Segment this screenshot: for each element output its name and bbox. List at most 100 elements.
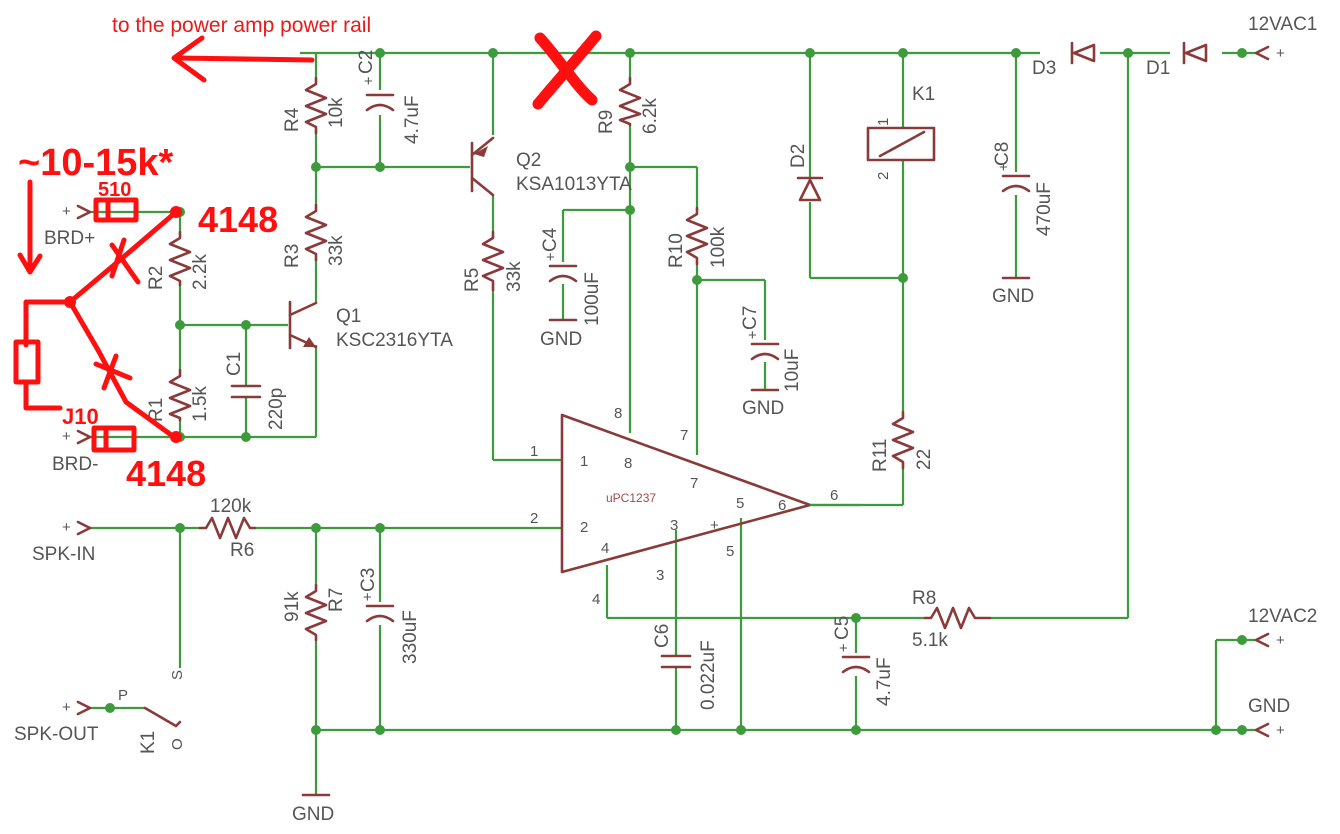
switch-p: P (118, 687, 128, 704)
gnd-right-label: GND (1248, 696, 1290, 717)
capacitor-c7: + C7 10uF (740, 306, 803, 392)
r11-label: R11 (870, 439, 891, 472)
ic-upc1237: uPC1237 1 2 3 4 5 6 7 8 + 1 2 3 4 5 6 7 … (530, 405, 860, 608)
r11-value: 22 (914, 449, 935, 470)
diode-d3: D3 (1032, 41, 1096, 79)
ic-pin6: 6 (830, 487, 838, 504)
r10-value: 100k (708, 226, 729, 268)
svg-text:+: + (710, 517, 719, 534)
capacitor-c2: + C2 4.7uF (356, 50, 423, 144)
ic-pin1: 1 (530, 443, 538, 460)
r6-label: R6 (230, 540, 254, 561)
ic-pin1-inner: 1 (580, 453, 588, 470)
wires (90, 51, 1255, 795)
c7-value: 10uF (782, 349, 803, 392)
resistor-r4: R4 10k (282, 76, 347, 135)
r8-value: 5.1k (912, 630, 948, 651)
svg-text:+: + (364, 73, 373, 90)
resistor-note: ~10-15k* (18, 142, 174, 184)
q1-label: Q1 (336, 306, 361, 327)
hand-wiring (13, 206, 182, 443)
cross-mark (532, 30, 602, 110)
svg-text:+: + (1276, 632, 1285, 649)
svg-text:+: + (999, 159, 1008, 176)
c2-label: C2 (356, 50, 377, 74)
resistor-r2: R2 2.2k (146, 230, 211, 290)
ic-pin3-inner: 3 (670, 517, 678, 534)
svg-text:+: + (546, 249, 555, 266)
c8-label: C8 (992, 142, 1013, 166)
c1-label: C1 (224, 352, 245, 376)
q2-label: Q2 (516, 150, 541, 171)
port-spk-in: + SPK-IN (32, 519, 95, 565)
k1-label: K1 (912, 84, 935, 105)
svg-text:+: + (839, 640, 848, 657)
c7-label: C7 (740, 306, 761, 330)
svg-text:+: + (748, 327, 757, 344)
svg-text:+: + (62, 519, 71, 536)
arrow-to-power-rail: to the power amp power rail (112, 14, 371, 83)
svg-text:510: 510 (98, 179, 131, 201)
resistor-r5: R5 33k (462, 230, 525, 292)
ic-pin8-inner: 8 (624, 455, 632, 472)
gnd-c8: GND (992, 286, 1034, 307)
resistor-r8: R8 5.1k (912, 588, 992, 651)
svg-text:+: + (1276, 45, 1285, 62)
port-gnd-right: + GND (1248, 696, 1290, 739)
r8-label: R8 (912, 588, 936, 609)
q2-value: KSA1013YTA (516, 174, 632, 195)
vac2-label: 12VAC2 (1248, 606, 1317, 627)
capacitor-c5: + C5 4.7uF (832, 616, 895, 706)
c8-value: 470uF (1034, 182, 1055, 236)
r6-value: 120k (210, 496, 252, 517)
r7-label: R7 (326, 588, 347, 612)
r4-label: R4 (282, 107, 303, 132)
r5-value: 33k (504, 261, 525, 292)
ic-pin2: 2 (530, 510, 538, 527)
ic-pin3: 3 (656, 567, 664, 584)
k1-pin2: 2 (875, 172, 892, 180)
r10-label: R10 (666, 233, 687, 268)
ic-pin4: 4 (592, 591, 600, 608)
capacitor-c6: C6 0.022uF (652, 624, 719, 710)
resistor-r7: 91k R7 (282, 583, 347, 642)
capacitor-c8: + C8 470uF (992, 142, 1055, 236)
svg-text:+: + (363, 589, 372, 606)
c1-value: 220p (266, 388, 287, 430)
switch-o: O (169, 738, 186, 750)
diode-d2: D2 (788, 144, 824, 202)
arrow-note: to the power amp power rail (112, 14, 371, 37)
r3-value: 33k (326, 235, 347, 266)
ic-pin7-inner: 7 (690, 475, 698, 492)
resistor-r11: R11 22 (870, 410, 935, 472)
gnd-c7: GND (742, 398, 784, 419)
svg-text:+: + (62, 699, 71, 716)
resistor-r3: R3 33k (282, 203, 347, 268)
red-annotations: to the power amp power rail ~10-15k* 510… (13, 14, 602, 494)
junction-dots (105, 48, 1247, 735)
r3-label: R3 (282, 244, 303, 268)
capacitor-c3: + C3 330uF (358, 568, 421, 664)
port-12vac1: + 12VAC1 (1248, 14, 1317, 62)
down-arrow (17, 179, 43, 275)
c4-label: C4 (540, 227, 561, 252)
svg-text:+: + (62, 203, 71, 220)
r9-label: R9 (596, 110, 617, 134)
ic-name: uPC1237 (606, 491, 656, 505)
ic-pin7: 7 (680, 427, 688, 444)
r2-label: R2 (146, 266, 167, 290)
c3-value: 330uF (400, 610, 421, 664)
c5-value: 4.7uF (874, 657, 895, 706)
ground-symbols: GND GND GND GND (292, 276, 1034, 825)
diode-bottom-note: 4148 (126, 453, 206, 494)
ic-pin8: 8 (614, 405, 622, 422)
capacitor-c1: C1 220p (224, 352, 287, 430)
resistor-r9: R9 6.2k (596, 76, 661, 134)
ic-pin6-inner: 6 (778, 497, 786, 514)
k1-pin1: 1 (875, 118, 892, 126)
diode-top-note: 4148 (198, 199, 278, 240)
resistor-r6: 120k R6 (198, 496, 257, 561)
hand-diode-top: 510 (93, 179, 139, 223)
svg-text:J10: J10 (62, 404, 99, 429)
port-spk-out: + SPK-OUT (14, 699, 99, 745)
